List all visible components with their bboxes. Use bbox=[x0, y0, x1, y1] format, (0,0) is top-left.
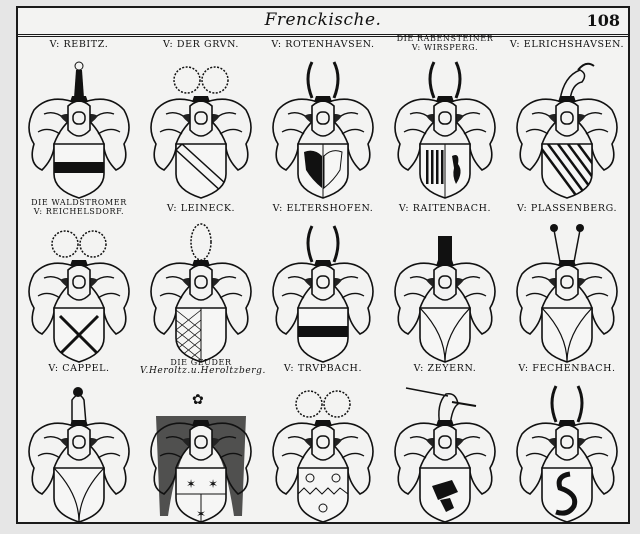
arms-label: V: Fechenbach. bbox=[506, 364, 628, 374]
heraldic-shield-icon bbox=[508, 52, 626, 200]
page-number: 108 bbox=[586, 11, 620, 30]
arms-label: V: Raitenbach. bbox=[384, 204, 506, 214]
arms-label: V: Leineck. bbox=[140, 204, 262, 214]
svg-text:✿: ✿ bbox=[192, 392, 204, 408]
arms-label: V: Rebitz. bbox=[18, 40, 140, 50]
heraldic-shield-icon bbox=[20, 376, 138, 524]
heraldic-shield-icon bbox=[386, 216, 504, 364]
coat-of-arms: V: Rebitz. bbox=[18, 38, 140, 202]
arms-label: V: Cappel. bbox=[18, 364, 140, 374]
coat-of-arms: V: der Grvn. bbox=[140, 38, 262, 202]
arms-label-line1: V: Raitenbach. bbox=[398, 203, 492, 214]
arms-label: V: Plassenberg. bbox=[506, 204, 628, 214]
arms-label-line1: V: Rebitz. bbox=[49, 39, 109, 50]
svg-text:✶: ✶ bbox=[196, 507, 206, 521]
arms-label-line1: V: Zeyern. bbox=[413, 363, 477, 374]
heraldic-shield-icon bbox=[264, 216, 382, 364]
arms-label: V: Elrichshavsen. bbox=[506, 40, 628, 50]
coat-of-arms: Die RabensteinerV: Wirsperg. bbox=[384, 34, 506, 202]
arms-label: Die RabensteinerV: Wirsperg. bbox=[384, 34, 506, 52]
arms-label-line1: Die Geuder bbox=[170, 358, 232, 367]
svg-text:✶: ✶ bbox=[186, 477, 196, 491]
coat-of-arms: V: Raitenbach. bbox=[384, 202, 506, 364]
heraldic-shield-icon bbox=[386, 376, 504, 524]
arms-label-line1: Die Rabensteiner bbox=[396, 34, 494, 43]
coat-of-arms: V: Trvpbach. bbox=[262, 362, 384, 524]
arms-label: V: Zeyern. bbox=[384, 364, 506, 374]
coat-of-arms: V: Cappel. bbox=[18, 362, 140, 524]
heraldic-shield-icon bbox=[20, 52, 138, 200]
coat-of-arms: V: Leineck. bbox=[140, 202, 262, 364]
arms-label: Die WaldstromerV: Reichelsdorf. bbox=[18, 198, 140, 216]
arms-label: V: Eltershofen. bbox=[262, 204, 384, 214]
arms-label-line1: V: Fechenbach. bbox=[518, 363, 616, 374]
arms-label-line1: V: Leineck. bbox=[166, 203, 236, 214]
arms-label: V: Trvpbach. bbox=[262, 364, 384, 374]
arms-label-line1: V: Plassenberg. bbox=[516, 203, 618, 214]
coat-of-arms: Die GeuderV.Heroltz.u.Heroltzberg. ✿ ✶ ✶ ✶ bbox=[140, 358, 265, 524]
heraldic-shield-icon bbox=[264, 52, 382, 200]
arms-label-line1: V: der Grvn. bbox=[162, 39, 240, 50]
arms-label-line1: Die Waldstromer bbox=[31, 198, 127, 207]
coat-of-arms: V: Zeyern. bbox=[384, 362, 506, 524]
arms-grid: V: Rebitz. V: der Grvn. V: Rotenhavsen. bbox=[18, 34, 628, 524]
heraldic-shield-icon: ✿ ✶ ✶ ✶ bbox=[142, 376, 260, 524]
arms-label: V: Rotenhavsen. bbox=[262, 40, 384, 50]
page-title: Frenckische. bbox=[264, 10, 382, 30]
heraldic-shield-icon bbox=[508, 376, 626, 524]
coat-of-arms: Die WaldstromerV: Reichelsdorf. bbox=[18, 198, 140, 364]
heraldic-shield-icon bbox=[386, 52, 504, 200]
page-header: Frenckische. 108 bbox=[18, 8, 628, 37]
svg-text:✶: ✶ bbox=[208, 477, 218, 491]
coat-of-arms: V: Plassenberg. bbox=[506, 202, 628, 364]
heraldic-shield-icon bbox=[20, 216, 138, 364]
coat-of-arms: V: Fechenbach. bbox=[506, 362, 628, 524]
arms-label: Die GeuderV.Heroltz.u.Heroltzberg. bbox=[140, 358, 266, 376]
coat-of-arms: V: Eltershofen. bbox=[262, 202, 384, 364]
arms-label: V: der Grvn. bbox=[140, 40, 262, 50]
coat-of-arms: V: Rotenhavsen. bbox=[262, 38, 384, 202]
arms-label-line1: V: Trvpbach. bbox=[283, 363, 363, 374]
arms-label-line2: V.Heroltz.u.Heroltzberg. bbox=[140, 366, 266, 376]
heraldic-shield-icon bbox=[142, 216, 260, 364]
arms-label-line2: V: Reichelsdorf. bbox=[33, 207, 125, 216]
arms-label-line1: V: Cappel. bbox=[48, 363, 110, 374]
armorial-page: Frenckische. 108 V: Rebitz. V: der Grvn.… bbox=[16, 6, 630, 524]
arms-label-line2: V: Wirsperg. bbox=[411, 43, 479, 52]
heraldic-shield-icon bbox=[142, 52, 260, 200]
arms-label-line1: V: Elrichshavsen. bbox=[509, 39, 625, 50]
heraldic-shield-icon bbox=[264, 376, 382, 524]
arms-label-line1: V: Eltershofen. bbox=[272, 203, 374, 214]
coat-of-arms: V: Elrichshavsen. bbox=[506, 38, 628, 202]
heraldic-shield-icon bbox=[508, 216, 626, 364]
arms-label-line1: V: Rotenhavsen. bbox=[271, 39, 375, 50]
